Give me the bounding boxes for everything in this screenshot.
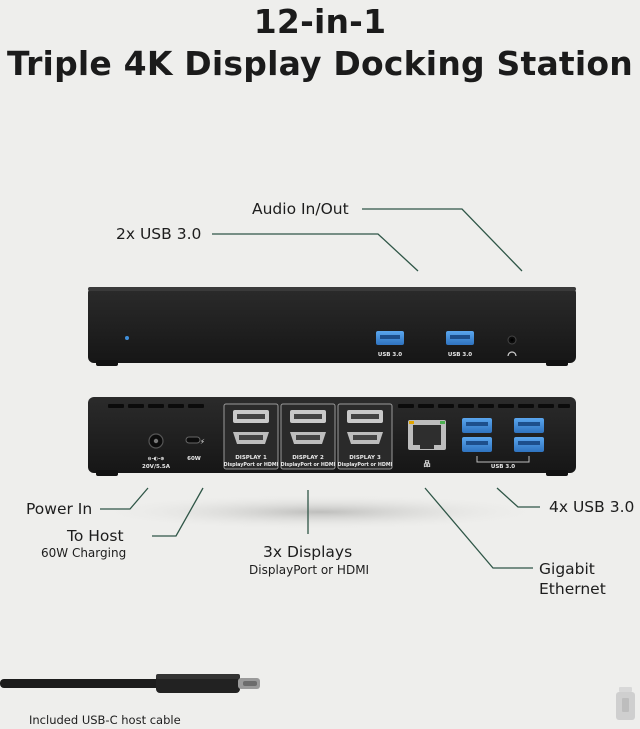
- display-1-types: DisplayPort or HDMI: [224, 462, 279, 468]
- callout-displays-sub: DisplayPort or HDMI: [249, 563, 370, 577]
- display-2-types: DisplayPort or HDMI: [281, 462, 336, 468]
- display-3-types: DisplayPort or HDMI: [338, 462, 393, 468]
- leader-host: [152, 487, 204, 537]
- front-usb-port-1: [376, 331, 404, 345]
- usb-c-cable: [0, 674, 260, 693]
- charging-bolt-icon: ⚡: [200, 438, 205, 446]
- power-rating-label: 20V/5.5A: [142, 464, 171, 470]
- headphone-icon: [507, 351, 517, 357]
- usb-c-host-port: [185, 436, 201, 444]
- vent-slots: [108, 404, 570, 408]
- title-line-2: Triple 4K Display Docking Station: [7, 44, 633, 83]
- display-bay-3: [337, 403, 393, 470]
- ethernet-port: [408, 420, 446, 450]
- floor-shadow: [90, 494, 550, 530]
- callout-usb-rear: 4x USB 3.0: [549, 498, 635, 516]
- dock-front-view: USB 3.0 USB 3.0: [88, 287, 576, 366]
- cable-caption: Included USB-C host cable: [29, 713, 181, 727]
- display-bay-2: [280, 403, 336, 470]
- callout-host-sub: 60W Charging: [41, 546, 127, 560]
- leader-lines: [100, 208, 540, 569]
- host-rating-label: 60W: [187, 456, 201, 462]
- title-line-1: 12-in-1: [253, 2, 387, 41]
- rear-usb-group-label: USB 3.0: [491, 464, 515, 470]
- leader-audio: [362, 208, 523, 272]
- callout-ethernet-line1: Gigabit: [539, 560, 595, 578]
- display-bay-1: [223, 403, 279, 470]
- callout-host: To Host: [67, 527, 124, 545]
- network-icon: 品: [424, 459, 431, 468]
- rear-usb-ports: [462, 418, 544, 463]
- callout-power: Power In: [26, 500, 93, 518]
- display-3-label: DISPLAY 3: [349, 455, 381, 461]
- callout-audio: Audio In/Out: [252, 200, 349, 218]
- leader-ethernet: [424, 487, 533, 569]
- dock-rear-view: ⊖-◐-⊕ 20V/5.5A ⚡ 60W DISPLAY 1 DisplayPo…: [88, 397, 576, 476]
- dc-power-polarity-icon: ⊖-◐-⊕: [148, 456, 165, 462]
- status-led: [125, 336, 129, 340]
- leader-usb-front: [212, 233, 419, 272]
- front-usb-port-1-label: USB 3.0: [378, 352, 402, 358]
- dc-power-jack: [148, 433, 164, 449]
- audio-jack: [507, 335, 517, 345]
- usb-stick-icon: [616, 687, 635, 720]
- display-2-label: DISPLAY 2: [292, 455, 324, 461]
- front-usb-port-2-label: USB 3.0: [448, 352, 472, 358]
- leader-usb-rear: [496, 487, 540, 508]
- front-usb-port-2: [446, 331, 474, 345]
- leader-power: [100, 487, 149, 510]
- callout-usb-front: 2x USB 3.0: [116, 225, 202, 243]
- callout-ethernet-line2: Ethernet: [539, 580, 606, 598]
- display-1-label: DISPLAY 1: [235, 455, 267, 461]
- callout-displays: 3x Displays: [263, 543, 353, 561]
